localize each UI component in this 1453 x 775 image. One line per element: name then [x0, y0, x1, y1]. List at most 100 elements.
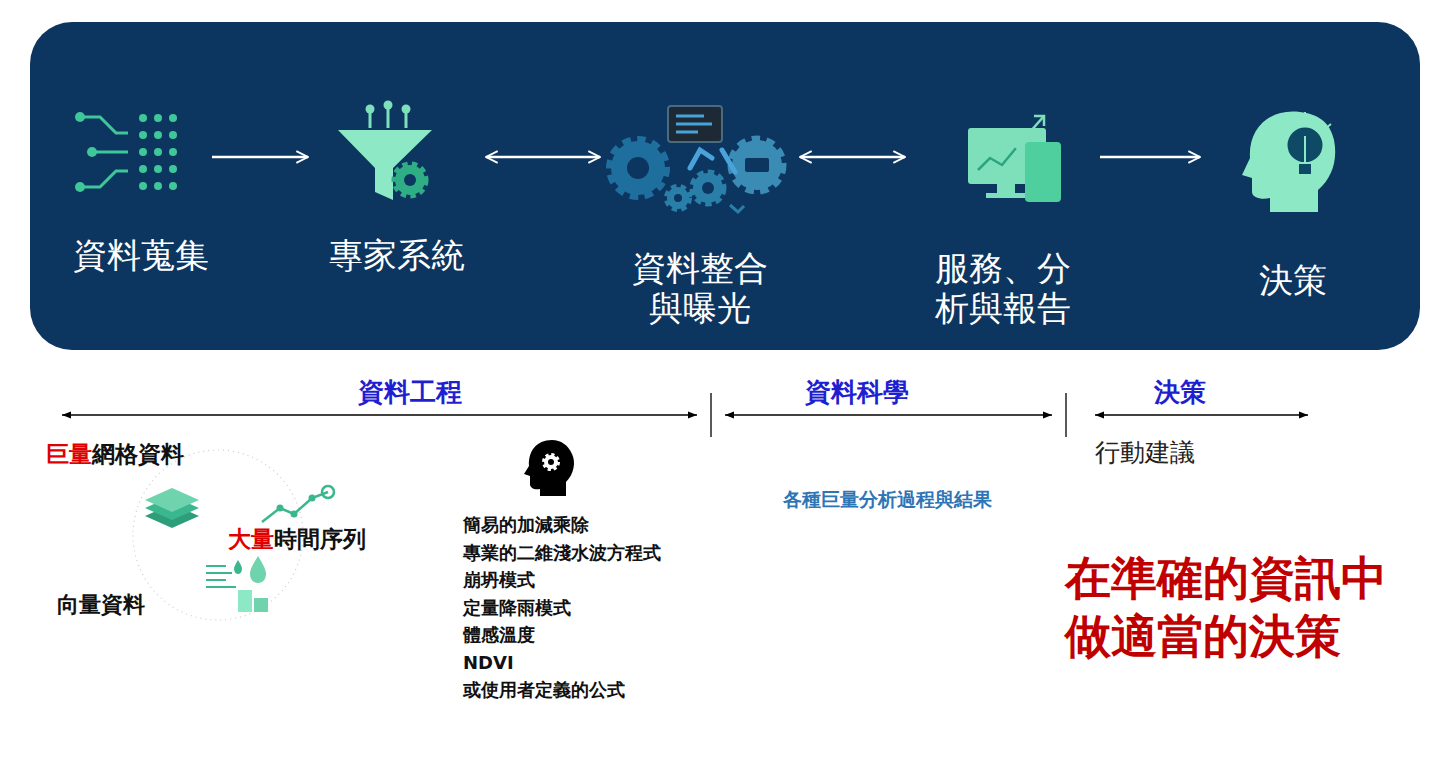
range-bracket — [1095, 414, 1308, 415]
note-label: 資料科學 — [757, 377, 957, 408]
formula-head-icon — [548, 459, 554, 465]
collect-icon — [92, 151, 128, 154]
collect-icon — [139, 148, 147, 156]
collect-icon — [87, 147, 97, 157]
gears-icon — [690, 150, 712, 168]
note-label: 資料工程 — [310, 377, 510, 408]
report-icon — [1025, 142, 1061, 202]
flow-arrow — [1100, 156, 1200, 159]
collect-icon — [75, 112, 177, 192]
note-label: 在準確的資訊中 做適當的決策 — [1065, 549, 1437, 665]
step-label: 決策 — [1200, 260, 1386, 300]
flow-arrow — [212, 156, 308, 159]
collect-icon — [169, 114, 177, 122]
gears-icon — [702, 182, 714, 194]
emphasis-text: 巨量 — [46, 441, 92, 467]
collect-icon — [139, 165, 147, 173]
head-icon — [1304, 136, 1306, 163]
collect-icon — [154, 182, 162, 190]
head-icon — [1304, 112, 1306, 118]
note-label: 向量資料 — [57, 592, 257, 618]
head-icon — [1326, 124, 1331, 128]
head-icon — [1298, 163, 1312, 175]
gears-icon — [627, 157, 649, 179]
collect-icon — [80, 171, 128, 187]
gears-icon — [676, 123, 712, 126]
funnel-icon — [338, 101, 432, 201]
data-types-illustration — [206, 566, 236, 587]
collect-icon — [169, 182, 177, 190]
collect-icon — [80, 117, 128, 133]
collect-icon — [169, 165, 177, 173]
process-step: 決策 — [1200, 95, 1386, 335]
gears-icon — [722, 150, 735, 172]
range-bracket — [710, 393, 711, 437]
report-icon — [968, 116, 1061, 202]
process-step: 專家系統 — [308, 95, 486, 335]
collect-icon — [169, 131, 177, 139]
collect-icon — [139, 114, 177, 190]
funnel-icon — [338, 130, 432, 200]
collect-icon — [75, 112, 85, 122]
funnel-icon — [366, 105, 375, 114]
gears-icon — [732, 140, 782, 190]
note-label: 行動建議 — [1095, 438, 1295, 468]
formula-head-icon — [544, 455, 558, 469]
range-bracket — [1065, 393, 1066, 437]
process-step: 資料蒐集 — [70, 95, 212, 335]
gears-icon — [730, 205, 744, 212]
collect-icon — [169, 148, 177, 156]
funnel-icon — [404, 174, 416, 186]
note-label: 或使用者定義的公式 — [463, 679, 763, 701]
gears-icon — [676, 115, 704, 118]
collect-icon — [154, 131, 162, 139]
data-types-illustration — [234, 560, 242, 574]
gears-icon — [611, 106, 782, 212]
note-label: 決策 — [1080, 377, 1280, 408]
step-label: 資料蒐集 — [70, 235, 212, 275]
collect-icon — [139, 131, 147, 139]
note-label: 各種巨量分析過程與結果 — [737, 488, 1037, 511]
data-types-illustration — [145, 488, 199, 512]
data-types-illustration — [309, 495, 316, 502]
step-label: 專家系統 — [308, 235, 486, 275]
report-icon — [978, 148, 1016, 170]
note-label: 定量降雨模式 — [463, 597, 763, 619]
step-label: 服務、分 析與報告 — [905, 248, 1100, 328]
note-label: 崩坍模式 — [463, 569, 763, 591]
funnel-icon — [395, 165, 425, 195]
data-types-illustration — [291, 511, 298, 518]
data-types-illustration — [277, 505, 284, 512]
collect-icon — [139, 182, 147, 190]
range-bracket — [62, 393, 1308, 437]
collect-icon — [154, 165, 162, 173]
formula-head-icon — [524, 440, 574, 496]
funnel-icon — [384, 101, 393, 110]
gears-icon — [667, 187, 689, 209]
funnel-icon — [369, 112, 372, 128]
gears-icon — [674, 194, 682, 202]
gears-icon — [668, 106, 722, 142]
note-label: 體感溫度 — [463, 624, 763, 646]
gears-icon — [693, 173, 723, 203]
report-icon — [1034, 116, 1044, 126]
gears-icon — [611, 141, 665, 195]
note-label: NDVI — [463, 652, 763, 674]
head-icon — [1242, 112, 1335, 212]
process-step: 資料整合 與曝光 — [600, 95, 800, 335]
range-bracket — [725, 414, 1052, 415]
funnel-icon — [387, 108, 390, 128]
data-types-illustration — [254, 598, 268, 612]
emphasis-text: 大量 — [228, 526, 274, 552]
head-icon — [1242, 112, 1335, 212]
range-bracket — [62, 414, 697, 415]
process-step: 服務、分 析與報告 — [905, 95, 1100, 335]
collect-icon — [154, 114, 162, 122]
gears-icon — [745, 158, 769, 172]
collect-icon — [154, 148, 162, 156]
head-icon — [1286, 126, 1324, 164]
report-icon — [997, 184, 1015, 194]
flow-arrow — [486, 156, 600, 159]
